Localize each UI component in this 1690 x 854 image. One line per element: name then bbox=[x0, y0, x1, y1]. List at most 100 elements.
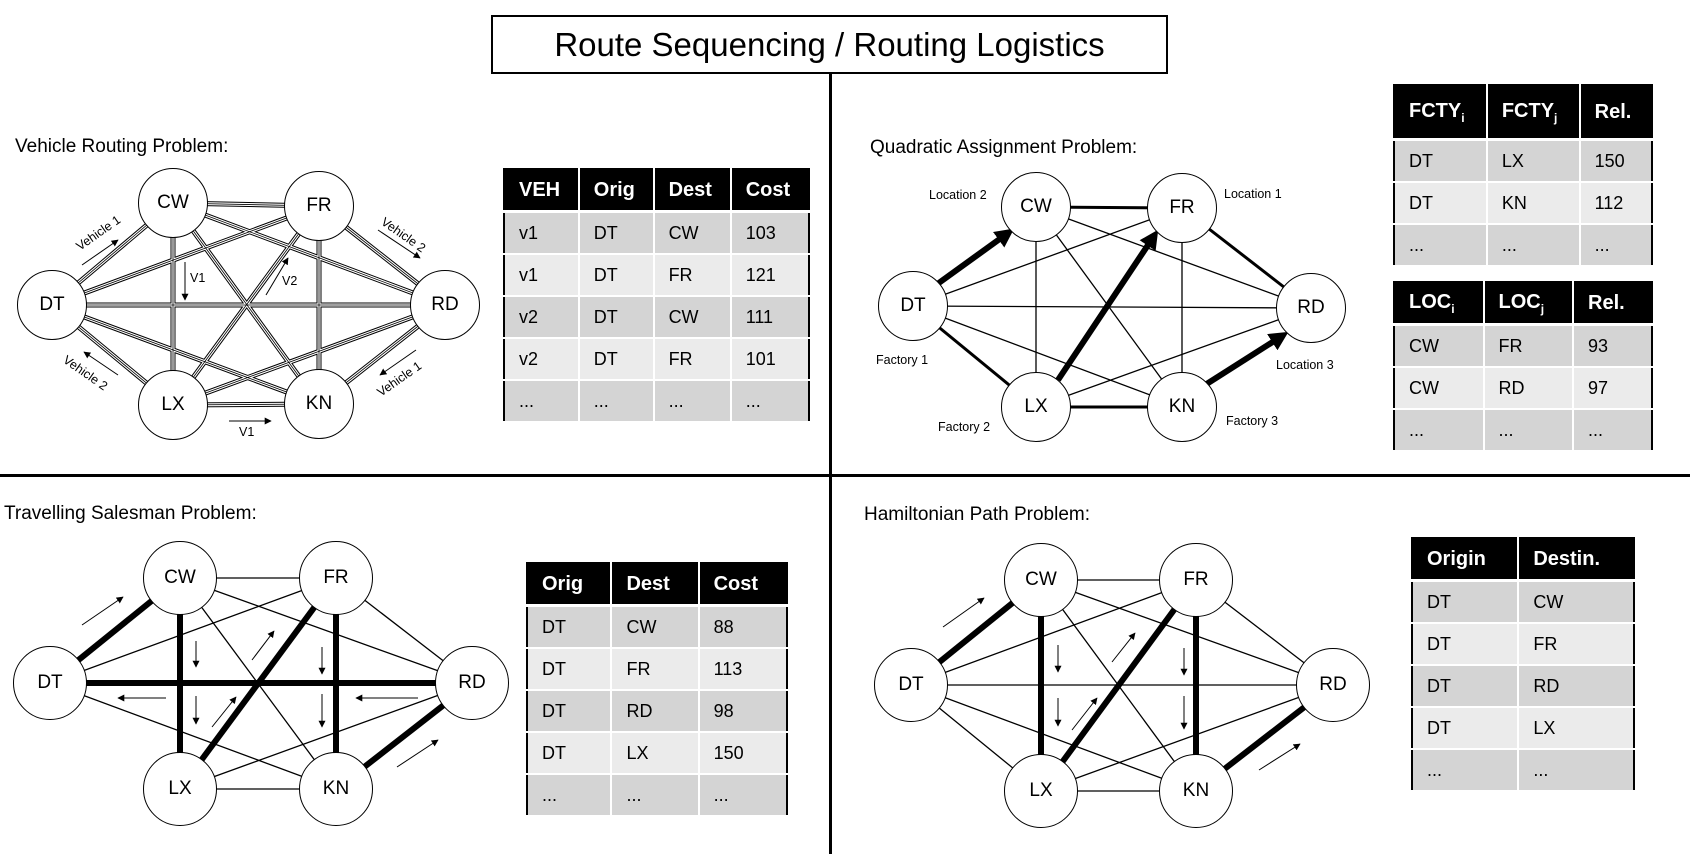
table-cell: DT bbox=[527, 648, 613, 691]
table-cell: DT bbox=[1412, 707, 1520, 750]
table-cell: 112 bbox=[1579, 182, 1652, 225]
table-row: ......... bbox=[1394, 224, 1652, 267]
vrp-label: Vehicle Routing Problem: bbox=[15, 136, 229, 157]
qap-annotation-location1: Location 1 bbox=[1224, 187, 1282, 201]
vrp-annotation-v1-left: V1 bbox=[190, 271, 206, 285]
qap-annotation-location3: Location 3 bbox=[1276, 358, 1334, 372]
tsp-node-kn: KN bbox=[299, 752, 373, 826]
qap-node-cw: CW bbox=[1001, 172, 1071, 242]
qap-th-loc-j: LOCj bbox=[1483, 282, 1574, 326]
table-cell: v2 bbox=[504, 296, 580, 339]
hpp-edges bbox=[909, 577, 1335, 794]
table-cell: ... bbox=[578, 380, 655, 423]
qap-th-loc-i: LOCi bbox=[1394, 282, 1485, 326]
table-cell: DT bbox=[1412, 623, 1520, 666]
vrp-node-kn: KN bbox=[284, 369, 354, 439]
qap-node-rd: RD bbox=[1276, 273, 1346, 343]
hpp-node-kn: KN bbox=[1159, 754, 1233, 828]
table-cell: RD bbox=[611, 690, 700, 733]
vrp-th-veh: VEH bbox=[504, 169, 580, 213]
table-cell: 98 bbox=[698, 690, 787, 733]
vrp-node-rd: RD bbox=[410, 270, 480, 340]
table-cell: v1 bbox=[504, 211, 580, 255]
qap-node-lx: LX bbox=[1001, 372, 1071, 442]
table-row: ......... bbox=[527, 774, 787, 817]
table-cell: ... bbox=[1518, 749, 1634, 792]
hpp-node-lx: LX bbox=[1004, 754, 1078, 828]
table-cell: 93 bbox=[1573, 324, 1652, 368]
tsp-th-cost: Cost bbox=[698, 563, 787, 607]
table-cell: LX bbox=[1518, 707, 1634, 750]
table-cell: ... bbox=[1579, 224, 1652, 267]
table-cell: ... bbox=[611, 774, 700, 817]
tsp-node-dt: DT bbox=[13, 646, 87, 720]
hpp-node-cw: CW bbox=[1004, 543, 1078, 617]
tsp-label: Travelling Salesman Problem: bbox=[4, 503, 257, 524]
qap-annotation-factory2: Factory 2 bbox=[938, 420, 991, 434]
table-cell: v1 bbox=[504, 254, 580, 297]
vrp-th-orig: Orig bbox=[578, 169, 655, 213]
table-cell: 88 bbox=[698, 605, 787, 649]
table-cell: DT bbox=[578, 338, 655, 381]
table-cell: KN bbox=[1486, 182, 1581, 225]
table-cell: ... bbox=[1412, 749, 1520, 792]
qap-annotation-location2: Location 2 bbox=[929, 188, 987, 202]
table-cell: ... bbox=[730, 380, 809, 423]
hpp-node-dt: DT bbox=[874, 648, 948, 722]
table-cell: v2 bbox=[504, 338, 580, 381]
vertical-divider-bottom bbox=[829, 477, 832, 854]
table-cell: DT bbox=[578, 296, 655, 339]
table-cell: CW bbox=[1518, 580, 1634, 624]
hpp-th-origin: Origin bbox=[1412, 538, 1520, 582]
table-cell: ... bbox=[1394, 224, 1488, 267]
table-cell: ... bbox=[504, 380, 580, 423]
table-cell: LX bbox=[1486, 139, 1581, 183]
qap-edges bbox=[912, 205, 1312, 409]
table-cell: DT bbox=[1412, 580, 1520, 624]
table-row: ...... bbox=[1412, 749, 1634, 792]
vrp-node-lx: LX bbox=[138, 370, 208, 440]
table-cell: ... bbox=[1573, 409, 1652, 452]
table-cell: CW bbox=[653, 211, 732, 255]
vrp-node-dt: DT bbox=[17, 270, 87, 340]
vertical-divider-top bbox=[829, 74, 832, 474]
table-cell: DT bbox=[527, 690, 613, 733]
table-cell: CW bbox=[1394, 324, 1485, 368]
table-cell: 103 bbox=[730, 211, 809, 255]
qap-th-rel2: Rel. bbox=[1573, 282, 1652, 326]
table-cell: CW bbox=[611, 605, 700, 649]
table-cell: 150 bbox=[698, 732, 787, 775]
qap-annotation-factory3: Factory 3 bbox=[1226, 414, 1279, 428]
table-cell: FR bbox=[1483, 324, 1574, 368]
tsp-th-dest: Dest bbox=[611, 563, 700, 607]
qap-th-fcty-j: FCTYj bbox=[1486, 85, 1581, 141]
hpp-arrows bbox=[942, 597, 1301, 771]
table-cell: 121 bbox=[730, 254, 809, 297]
vrp-th-dest: Dest bbox=[653, 169, 732, 213]
table-cell: FR bbox=[653, 338, 732, 381]
table-cell: DT bbox=[527, 605, 613, 649]
table-cell: CW bbox=[653, 296, 732, 339]
table-cell: 101 bbox=[730, 338, 809, 381]
table-row: ......... bbox=[1394, 409, 1652, 452]
qap-label: Quadratic Assignment Problem: bbox=[870, 137, 1138, 158]
vrp-th-cost: Cost bbox=[730, 169, 809, 213]
table-cell: ... bbox=[653, 380, 732, 423]
table-cell: 150 bbox=[1579, 139, 1652, 183]
table-cell: ... bbox=[527, 774, 613, 817]
vrp-node-cw: CW bbox=[138, 168, 208, 238]
qap-node-dt: DT bbox=[878, 271, 948, 341]
table-cell: ... bbox=[698, 774, 787, 817]
table-cell: DT bbox=[1394, 182, 1488, 225]
table-cell: DT bbox=[1412, 665, 1520, 708]
